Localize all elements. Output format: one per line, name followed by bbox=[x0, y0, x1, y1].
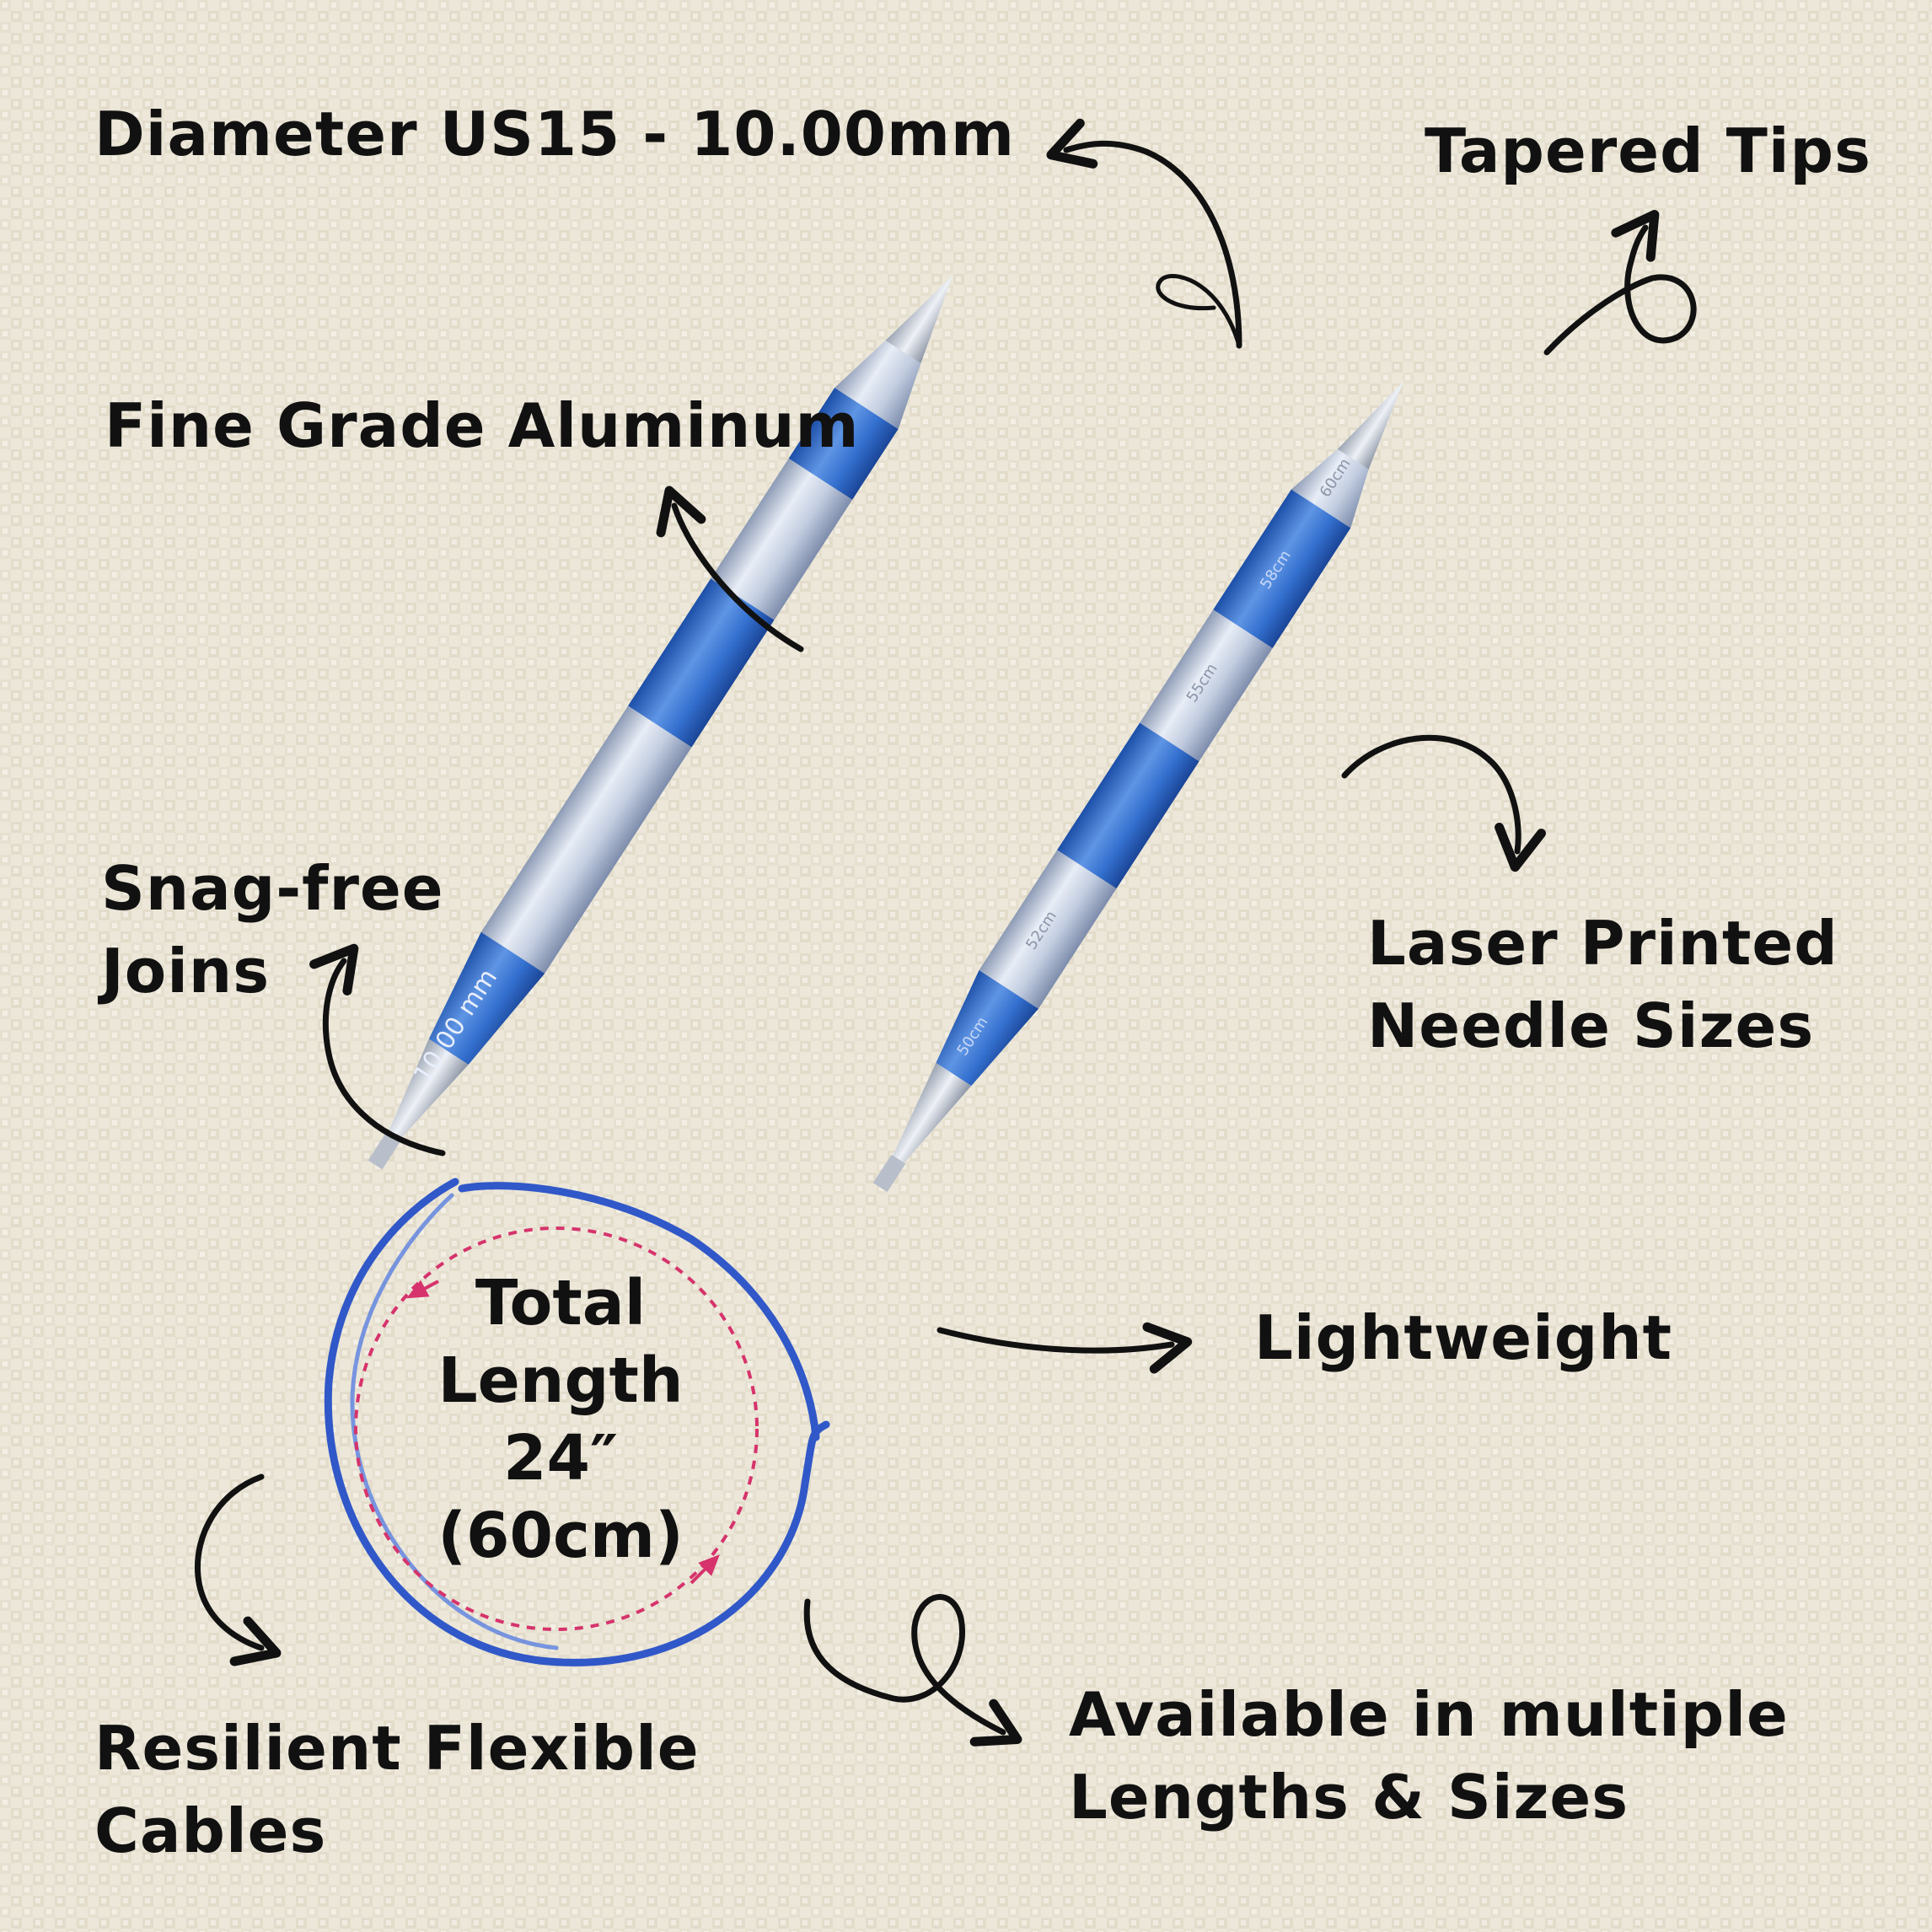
label-aluminum: Fine Grade Aluminum bbox=[105, 390, 860, 461]
label-cables: Resilient Flexible Cables bbox=[94, 1707, 700, 1872]
total-length-line-2: Length bbox=[437, 1344, 684, 1417]
label-snag-free: Snag-free Joins bbox=[101, 847, 444, 1012]
lightweight-arrow bbox=[936, 1322, 1193, 1374]
snag-free-arrow bbox=[309, 943, 446, 1157]
right-needle: 60cm 58cm 55cm 52cm 50cm bbox=[872, 381, 1404, 1193]
label-tapered-tips: Tapered Tips bbox=[1425, 115, 1871, 186]
label-lightweight: Lightweight bbox=[1254, 1302, 1673, 1373]
tapered-tips-arrow bbox=[1543, 210, 1697, 356]
total-length-text: Total Length 24″ (60cm) bbox=[384, 1264, 738, 1575]
aluminum-arrow bbox=[656, 486, 804, 652]
label-laser-printed: Laser Printed Needle Sizes bbox=[1367, 902, 1838, 1067]
available-arrow bbox=[803, 1594, 1022, 1747]
total-length-line-1: Total bbox=[475, 1267, 647, 1339]
length-indicator-circle bbox=[354, 1226, 759, 1631]
label-snag-free-line-2: Joins bbox=[101, 936, 271, 1006]
laser-printed-arrow bbox=[1341, 734, 1547, 872]
label-diameter: Diameter US15 - 10.00mm bbox=[94, 99, 1016, 169]
flexible-cable bbox=[324, 1178, 830, 1666]
label-laser-printed-line-1: Laser Printed bbox=[1367, 908, 1838, 979]
diameter-arrow bbox=[1046, 118, 1242, 349]
label-available-line-2: Lengths & Sizes bbox=[1069, 1762, 1629, 1833]
label-available-line-1: Available in multiple bbox=[1069, 1679, 1789, 1750]
label-cables-line-1: Resilient Flexible bbox=[94, 1713, 700, 1784]
cables-arrow bbox=[194, 1473, 282, 1666]
callout-arrows bbox=[194, 118, 1697, 1747]
label-cables-line-2: Cables bbox=[94, 1795, 327, 1866]
total-length-line-3: 24″ bbox=[502, 1422, 619, 1495]
label-laser-printed-line-2: Needle Sizes bbox=[1367, 990, 1815, 1061]
total-length-line-4: (60cm) bbox=[437, 1500, 684, 1572]
label-snag-free-line-1: Snag-free bbox=[101, 853, 444, 924]
label-available: Available in multiple Lengths & Sizes bbox=[1069, 1673, 1789, 1838]
diameter-loop bbox=[1156, 274, 1242, 348]
